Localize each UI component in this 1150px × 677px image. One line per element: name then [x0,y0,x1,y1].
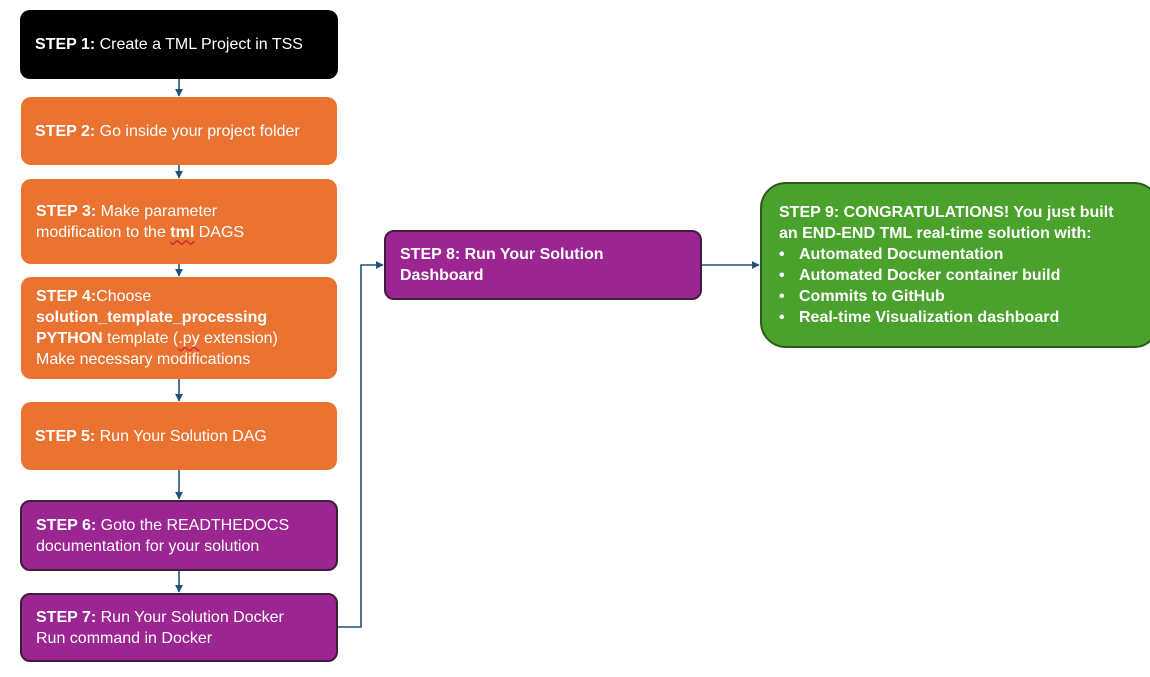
step9-text1: CONGRATULATIONS! You just built [843,204,1114,221]
step9-feature-item: Automated Docker container build [779,265,1150,286]
step1-text: STEP 1: Create a TML Project in TSS [35,34,338,55]
step8-line1: STEP 8: Run Your Solution [400,244,700,265]
step9-line1: STEP 9: CONGRATULATIONS! You just built [779,202,1150,223]
step1-label: STEP 1: [35,36,96,53]
step8-label: STEP 8: [400,246,461,263]
step3-keyword: tml [170,223,195,241]
step4-box: STEP 4:Choose solution_template_processi… [21,277,337,379]
step6-label: STEP 6: [36,516,97,534]
step4-label: STEP 4: [36,288,97,305]
step4-text3: extension) [199,330,278,347]
step8-line2: Dashboard [400,267,484,284]
step4-ext: .py [178,330,200,347]
step4-line3: PYTHON template (.py extension) [36,328,337,349]
step3-line1: STEP 3: Make parameter [36,201,337,222]
step5-text: STEP 5: Run Your Solution DAG [35,426,337,447]
step3-text1: Make parameter [100,202,218,220]
step5-box: STEP 5: Run Your Solution DAG [21,402,337,470]
step5-description: Run Your Solution DAG [99,427,267,445]
step4-language: PYTHON [36,330,103,347]
step5-label: STEP 5: [35,427,96,445]
step7-line1: STEP 7: Run Your Solution Docker [36,607,336,628]
step9-feature-list: Automated Documentation Automated Docker… [779,244,1150,328]
step4-text1: Choose [96,288,152,305]
step7-label: STEP 7: [36,608,97,626]
step2-box: STEP 2: Go inside your project folder [21,97,337,165]
step8-text1: Run Your Solution [464,246,604,263]
step6-line2: documentation for your solution [36,537,260,555]
step9-feature-item: Real-time Visualization dashboard [779,307,1150,328]
step6-line1: STEP 6: Goto the READTHEDOCS [36,515,336,536]
step7-box: STEP 7: Run Your Solution Docker Run com… [20,593,338,662]
step3-line2: modification to the tml DAGS [36,222,337,243]
step9-label: STEP 9: [779,204,840,221]
step3-text3: DAGS [194,223,245,241]
step4-template-name: solution_template_processing [36,309,268,326]
arrow-step7-to-step8 [337,261,384,628]
step3-text2: modification to the [36,223,171,241]
step8-box: STEP 8: Run Your Solution Dashboard [384,230,702,300]
step2-text: STEP 2: Go inside your project folder [35,121,337,142]
step2-description: Go inside your project folder [99,122,300,140]
step9-line2: an END-END TML real-time solution with: [779,225,1092,242]
step6-text1: Goto the READTHEDOCS [100,516,290,534]
step9-feature-item: Commits to GitHub [779,286,1150,307]
step9-feature-item: Automated Documentation [779,244,1150,265]
step9-box: STEP 9: CONGRATULATIONS! You just built … [760,182,1150,348]
step4-line1: STEP 4:Choose [36,286,337,307]
step4-line4: Make necessary modifications [36,351,251,368]
step4-text2: template ( [102,330,179,347]
step1-box: STEP 1: Create a TML Project in TSS [20,10,338,79]
step1-description: Create a TML Project in TSS [99,36,303,53]
step2-label: STEP 2: [35,122,96,140]
step3-box: STEP 3: Make parameter modification to t… [21,179,337,264]
step7-line2: Run command in Docker [36,629,213,647]
step6-box: STEP 6: Goto the READTHEDOCS documentati… [20,500,338,571]
step7-text1: Run Your Solution Docker [100,608,284,626]
step3-label: STEP 3: [36,202,97,220]
